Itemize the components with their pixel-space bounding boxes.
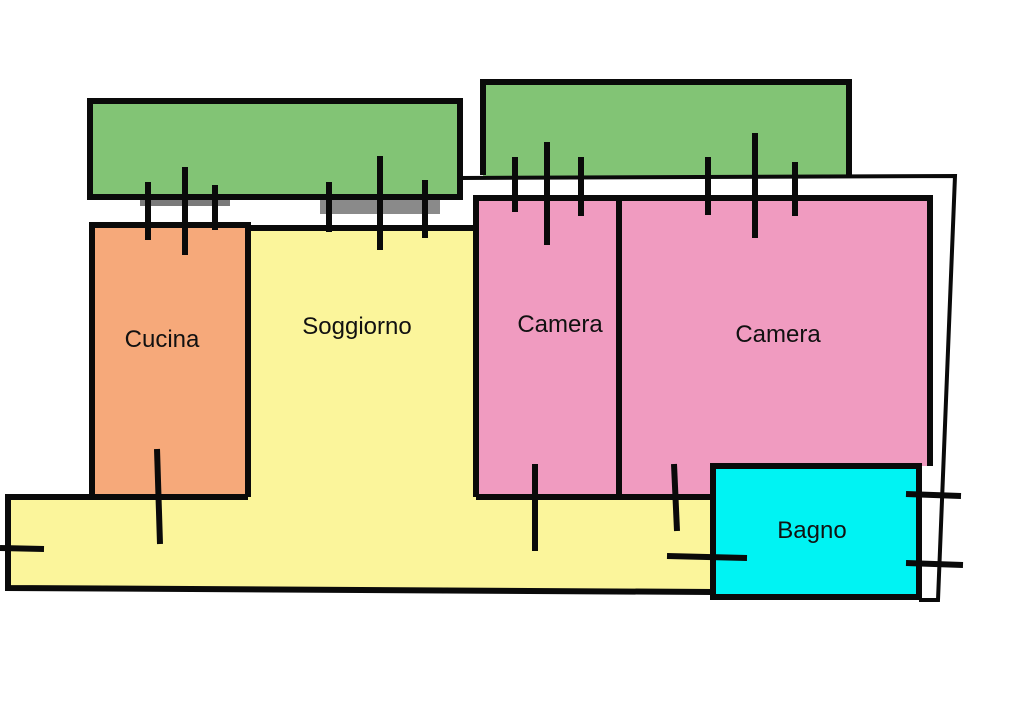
balcony-left-wall (87, 98, 463, 200)
balcony-left (90, 101, 460, 197)
room-label-camera-1: Camera (517, 311, 603, 338)
wall-cucina (89, 222, 251, 497)
room-cucina (92, 225, 248, 495)
room-camera-2 (619, 198, 930, 497)
room-label-camera-2: Camera (735, 321, 821, 348)
wall-outer-bottom (5, 494, 714, 595)
room-camera-1 (476, 198, 619, 497)
room-bagno (713, 466, 919, 597)
opening-marks (0, 133, 964, 568)
wall-bagno (710, 463, 922, 600)
room-label-soggiorno: Soggiorno (302, 313, 411, 340)
wall-camera-2 (619, 195, 933, 466)
room-label-cucina: Cucina (125, 326, 200, 353)
balcony-right-wall (480, 79, 852, 175)
room-label-bagno: Bagno (777, 517, 846, 544)
